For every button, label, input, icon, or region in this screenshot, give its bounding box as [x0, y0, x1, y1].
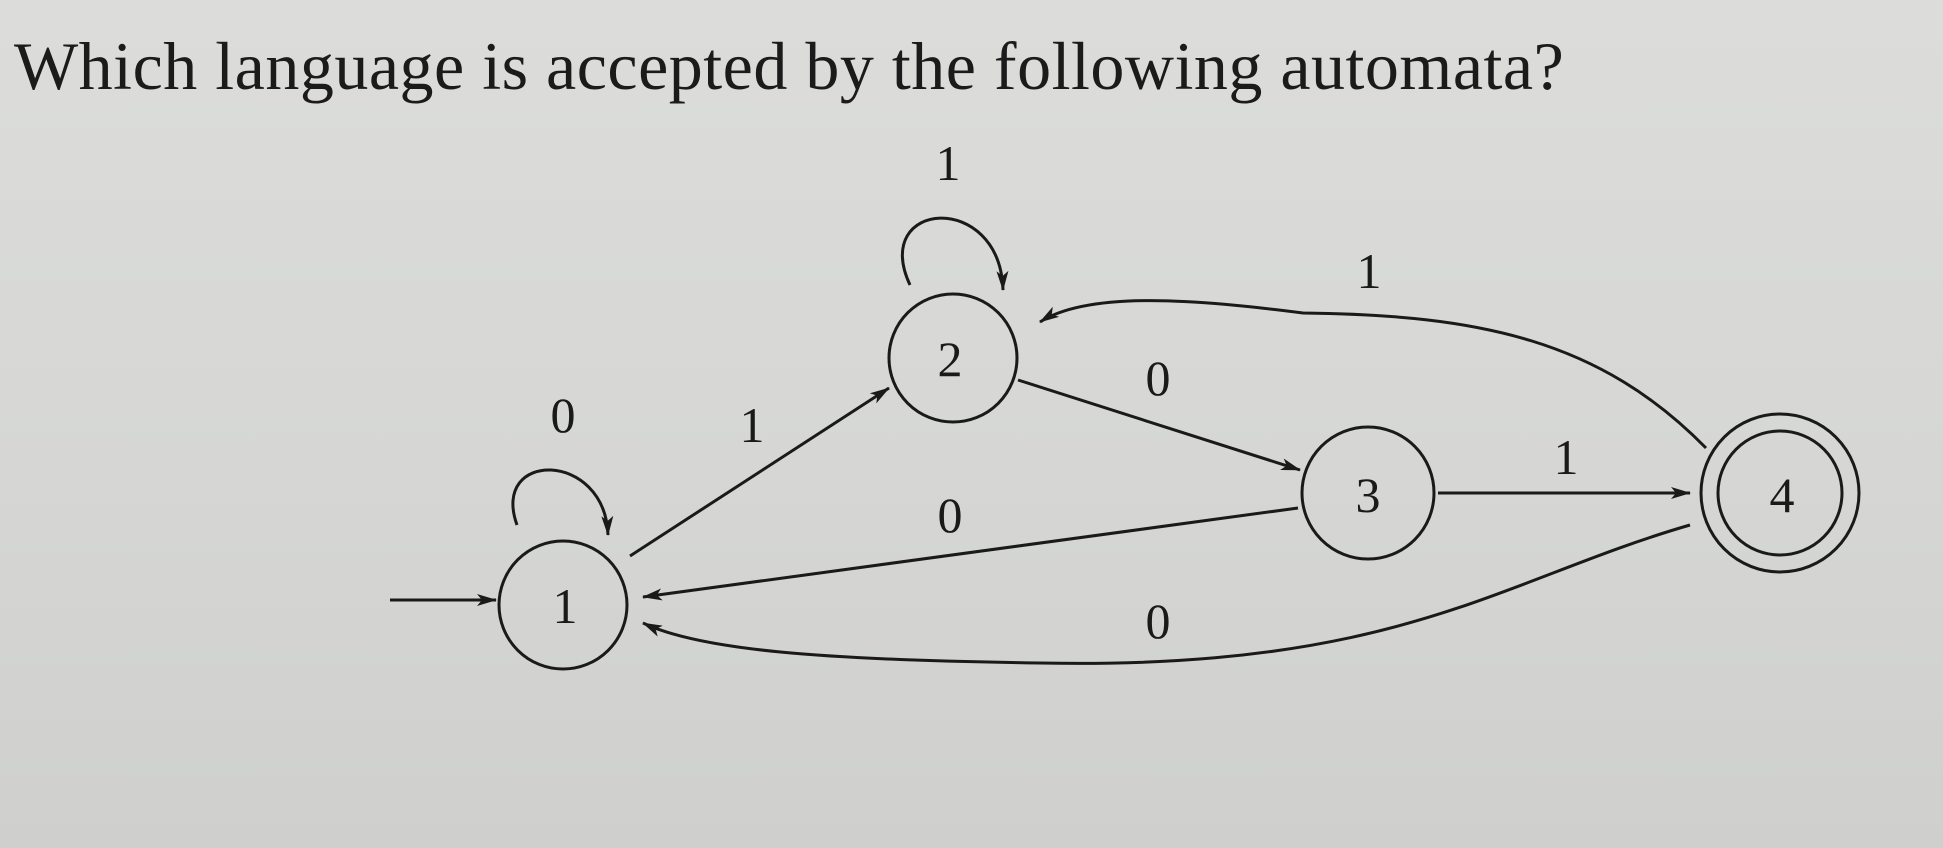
edge-label-3-1: 0 — [938, 487, 963, 543]
question-text: Which language is accepted by the follow… — [14, 28, 1565, 104]
state-1-label: 1 — [553, 578, 578, 634]
edge-2-3 — [1017, 378, 1301, 472]
state-4-outer — [1699, 412, 1861, 574]
edge-label-4-1: 0 — [1146, 593, 1171, 649]
state-4-label: 4 — [1770, 467, 1795, 523]
edge-1-1 — [511, 468, 614, 536]
edge-2-2 — [901, 216, 1009, 291]
state-1 — [497, 539, 629, 671]
state-2 — [887, 292, 1019, 424]
edge-label-3-4: 1 — [1554, 429, 1579, 485]
state-3 — [1300, 425, 1436, 561]
edge-1-2 — [629, 386, 890, 558]
state-4-inner — [1716, 429, 1844, 557]
edge-label-1-2: 1 — [740, 397, 765, 453]
state-2-label: 2 — [938, 331, 963, 387]
edge-label-2-3: 0 — [1146, 350, 1171, 406]
edge-label-1-1: 0 — [551, 387, 576, 443]
edge-label-4-2: 1 — [1357, 243, 1382, 299]
edge-4-1 — [642, 523, 1691, 665]
edge-4-2 — [1039, 299, 1708, 450]
edge-3-1 — [642, 506, 1299, 601]
state-3-label: 3 — [1356, 467, 1381, 523]
edge-label-2-2: 1 — [936, 135, 961, 191]
